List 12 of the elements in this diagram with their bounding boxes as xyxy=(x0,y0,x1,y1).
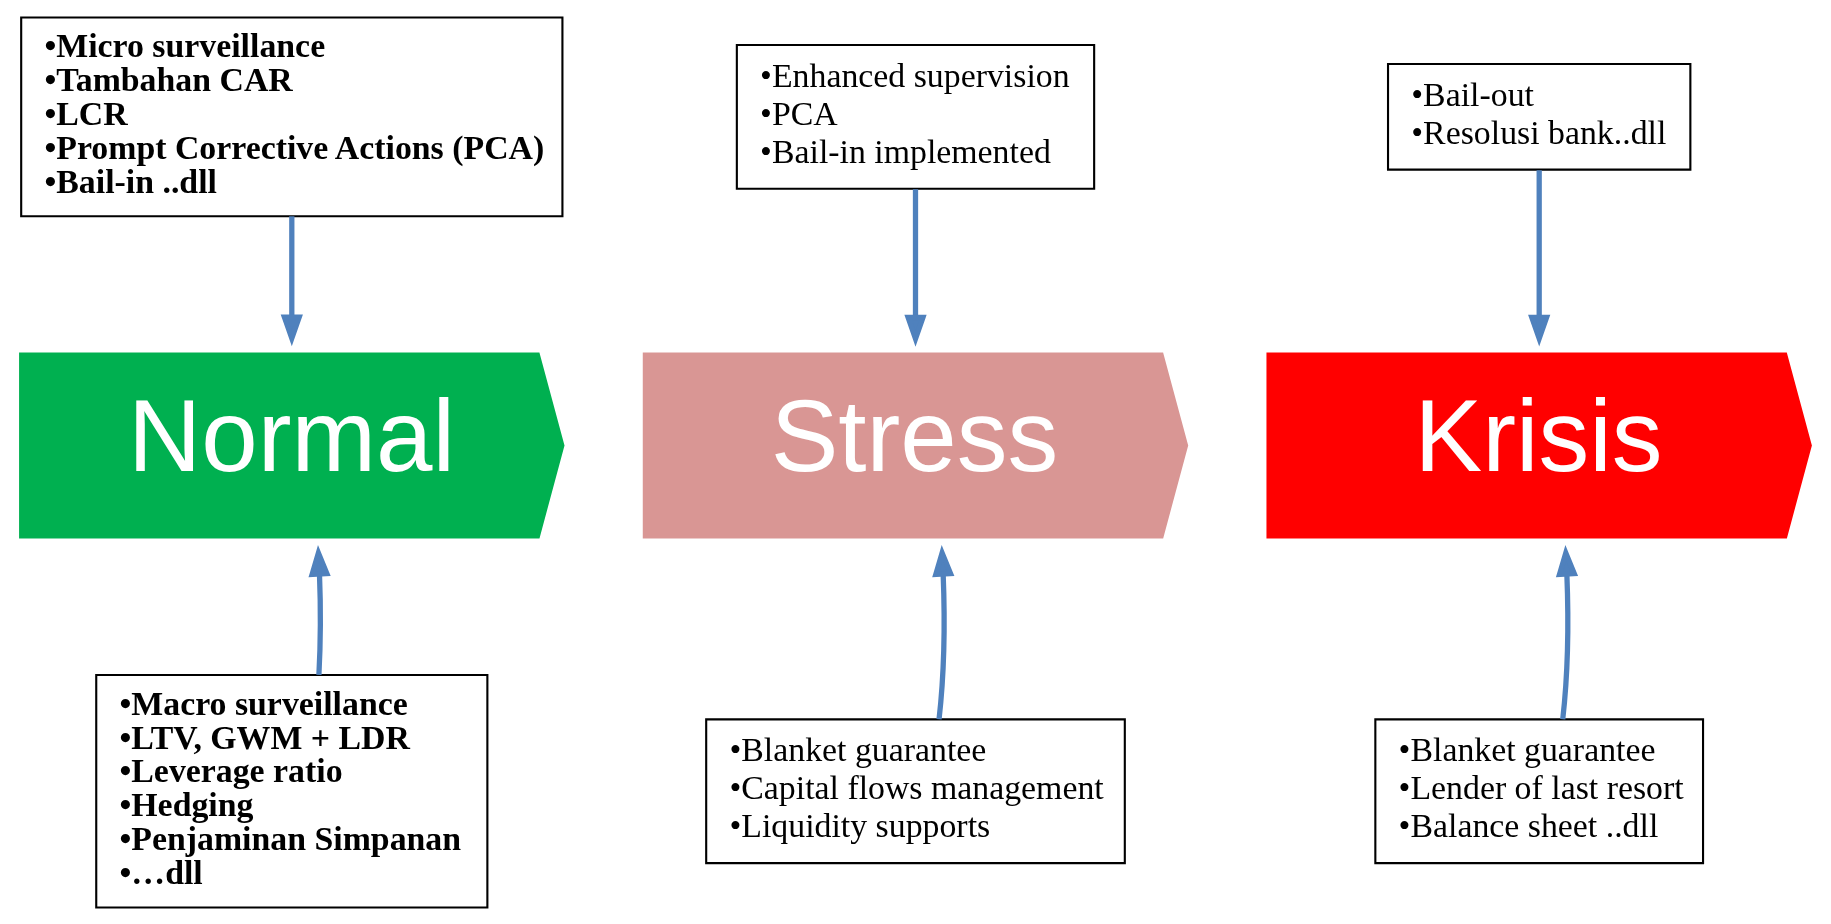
node-box: •Macro surveillance •LTV, GWM + LDR •Leverage ratio •Hedging •Penjaminan Simpanan •…dll xyxy=(95,673,489,909)
node-box: •Bail-out •Resolusi bank..dll xyxy=(1386,62,1692,171)
arrow xyxy=(280,215,303,346)
arrow xyxy=(1555,544,1579,720)
node-box: •Micro surveillance •Tambahan CAR •LCR •Prompt Corrective Actions (PCA) •Bail-in ..dll xyxy=(20,15,564,217)
arrow xyxy=(308,544,331,675)
node-box: •Blanket guarantee •Capital flows management •Liquidity supports xyxy=(705,717,1126,864)
node-box: •Blanket guarantee •Lender of last resort •Balance sheet ..dll xyxy=(1374,717,1705,864)
node-box: •Enhanced supervision •PCA •Bail-in implemented xyxy=(735,43,1096,190)
arrow xyxy=(932,544,955,720)
arrow xyxy=(1528,169,1551,347)
arrow xyxy=(904,188,927,347)
